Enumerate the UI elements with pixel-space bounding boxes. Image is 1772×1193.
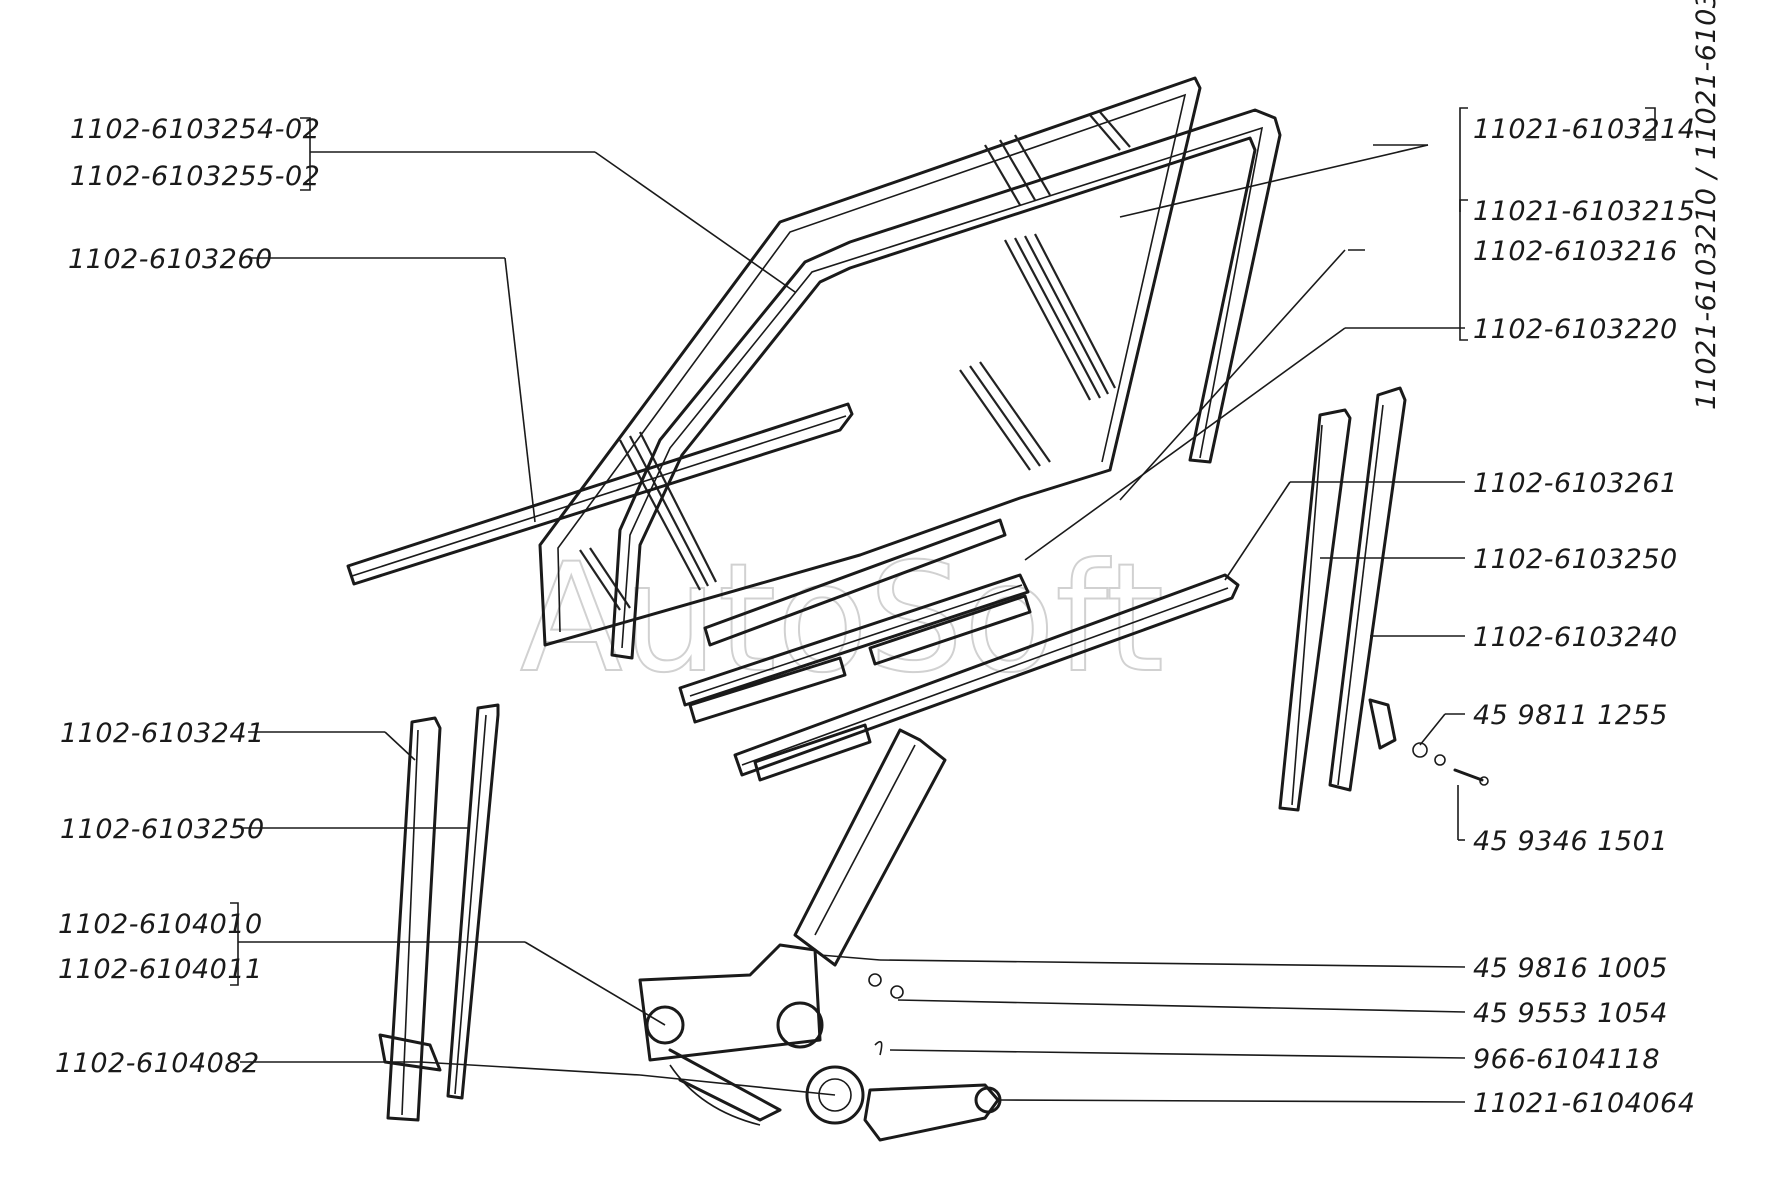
- label-1102-6103254-02: 1102-6103254-02: [70, 114, 320, 145]
- rear-guide-channels: [1278, 386, 1489, 812]
- window-regulator: [638, 723, 1002, 1142]
- labels-left: 1102-6103254-02 1102-6103255-02 1102-610…: [55, 114, 320, 1079]
- label-45-9346-1501: 45 9346 1501: [1473, 826, 1668, 857]
- label-1102-6103250-left: 1102-6103250: [60, 814, 265, 845]
- label-1102-6103261: 1102-6103261: [1473, 468, 1678, 499]
- outer-belt-strip: [733, 573, 1240, 777]
- label-45-9811-1255: 45 9811 1255: [1473, 700, 1668, 731]
- watermark-text: AutoSoft: [520, 532, 1164, 706]
- label-1102-6103220: 1102-6103220: [1473, 314, 1678, 345]
- label-1102-6104011: 1102-6104011: [58, 954, 263, 985]
- label-45-9553-1054: 45 9553 1054: [1473, 998, 1668, 1029]
- label-1102-6103255-02: 1102-6103255-02: [70, 161, 320, 192]
- inner-belt-strip: [346, 402, 854, 586]
- label-11021-6104064: 11021-6104064: [1473, 1088, 1695, 1119]
- label-1102-6104010: 1102-6104010: [58, 909, 263, 940]
- label-966-6104118: 966-6104118: [1473, 1044, 1660, 1075]
- glass-lower-channel: [678, 518, 1032, 724]
- door-glass: [538, 76, 1202, 647]
- label-1102-6104082: 1102-6104082: [55, 1048, 260, 1079]
- label-1102-6103240: 1102-6103240: [1473, 622, 1678, 653]
- label-45-9816-1005: 45 9816 1005: [1473, 953, 1668, 984]
- front-guide-channels: [378, 703, 500, 1122]
- vertical-label-11021-6103210-11021-6103211: 11021-6103210 / 11021-6103211: [1691, 0, 1722, 410]
- labels-right: 11021-6103214 11021-6103215 1102-6103216…: [1473, 114, 1695, 1119]
- label-11021-6103214: 11021-6103214: [1473, 114, 1695, 145]
- label-11021-6103215: 11021-6103215: [1473, 196, 1695, 227]
- window-run-channel-frame: [610, 108, 1282, 660]
- label-1102-6103250-right: 1102-6103250: [1473, 544, 1678, 575]
- label-1102-6103216: 1102-6103216: [1473, 236, 1678, 267]
- leader-lines: [230, 107, 1656, 1103]
- label-1102-6103260: 1102-6103260: [68, 244, 273, 275]
- label-1102-6103241: 1102-6103241: [60, 718, 265, 749]
